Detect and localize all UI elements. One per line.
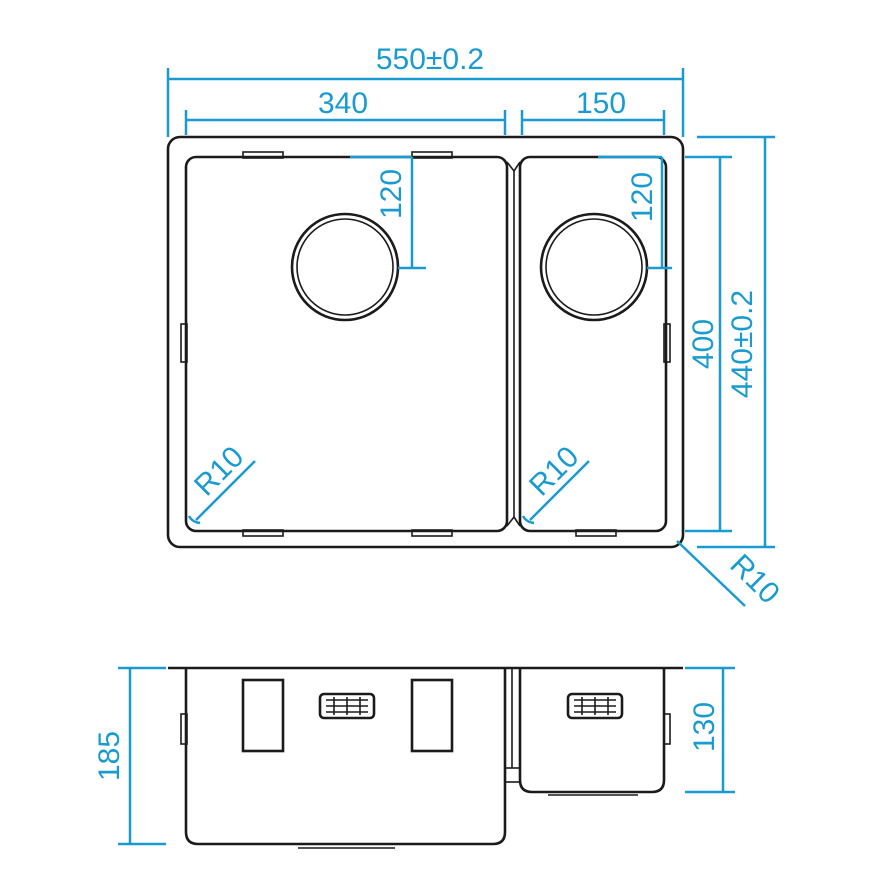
label-right-bowl-height: 130 <box>688 702 721 752</box>
label-overall-depth: 440±0.2 <box>726 290 759 398</box>
overflow-slot-2 <box>410 678 454 753</box>
right-bowl-body <box>518 668 666 794</box>
left-drain-outer <box>290 212 400 322</box>
label-left-bowl-width: 340 <box>318 87 368 120</box>
overflow-grille-left <box>318 692 376 720</box>
front-dimensions: 185 130 <box>93 666 735 846</box>
outer-rim <box>166 135 685 549</box>
clip-bottom-1 <box>242 529 284 537</box>
label-bowl-depth: 400 <box>687 319 720 369</box>
front-clip-left <box>180 713 188 745</box>
dim-leader-left-radius <box>195 460 256 521</box>
right-bowl-outline <box>518 155 668 533</box>
label-left-radius: R10 <box>188 440 250 502</box>
clip-top-1 <box>242 151 284 159</box>
label-left-bowl-height: 185 <box>93 731 126 781</box>
overflow-grille-right <box>566 692 624 720</box>
divider-notch-bottom <box>506 515 521 527</box>
right-drain-outer <box>539 212 649 322</box>
divider-notch-top <box>506 161 521 173</box>
clip-side-right <box>663 323 671 363</box>
front-view <box>168 666 683 849</box>
label-outer-radius: R10 <box>724 548 786 610</box>
clip-side-left <box>180 323 188 363</box>
right-drain-inner <box>545 218 643 316</box>
clip-top-2 <box>411 151 453 159</box>
overflow-slot-1 <box>241 678 285 753</box>
left-bowl-outline <box>184 155 509 533</box>
clip-bottom-2 <box>411 529 453 537</box>
clip-bottom-3 <box>575 529 617 537</box>
left-bowl-body <box>184 668 507 846</box>
dim-leader-outer-radius <box>676 540 746 607</box>
label-overall-width: 550±0.2 <box>376 43 484 76</box>
left-drain-inner <box>296 218 394 316</box>
front-clip-right <box>663 713 671 745</box>
bowl-connector <box>504 767 521 783</box>
label-left-drain-offset: 120 <box>375 169 408 219</box>
label-right-drain-offset: 120 <box>626 172 659 222</box>
label-right-radius: R10 <box>523 440 585 502</box>
dim-leader-right-radius <box>529 460 590 521</box>
plan-view <box>166 135 685 549</box>
label-right-bowl-width: 150 <box>576 87 626 120</box>
plan-dimensions: 550±0.2 340 150 120 120 400 440±0.2 <box>166 43 786 610</box>
